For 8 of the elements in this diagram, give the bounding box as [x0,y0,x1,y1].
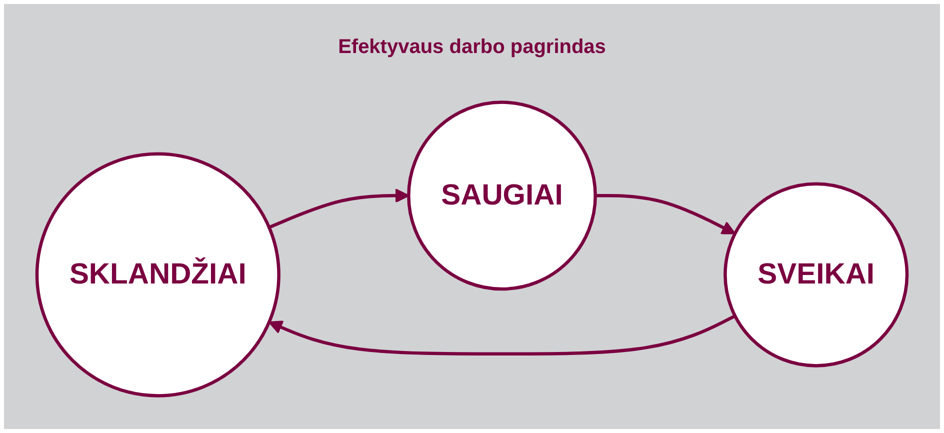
node-circle [35,152,280,398]
arrow [595,194,736,234]
node-circle [724,182,909,368]
diagram-title: Efektyvaus darbo pagrindas [338,36,606,59]
node-circle [407,100,597,291]
arrow [268,188,410,229]
diagram-background: Efektyvaus darbo pagrindas SKLANDŽIAI SAUGIAI SVEIKAI [4,4,940,429]
arrow [268,314,736,356]
